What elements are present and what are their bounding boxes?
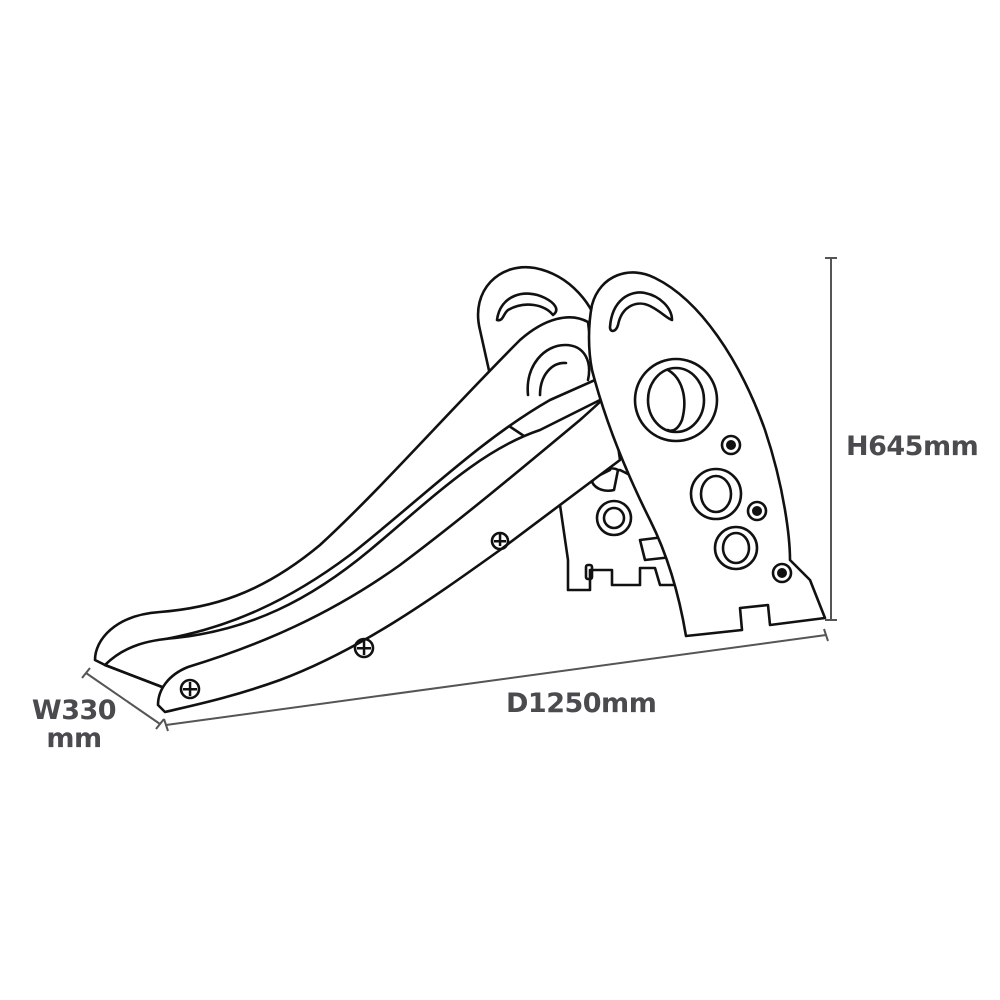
width-dimension-line	[85, 672, 161, 725]
front-side-panel	[587, 271, 827, 638]
dimension-lines	[81, 257, 837, 732]
depth-dimension-line	[165, 634, 827, 726]
depth-label: D1250mm	[506, 688, 657, 719]
width-unit: mm	[46, 723, 102, 755]
height-label: H645mm	[846, 431, 979, 462]
width-label: W330 mm	[28, 695, 120, 755]
slide-bed	[93, 316, 622, 714]
width-value: W330	[31, 695, 117, 726]
